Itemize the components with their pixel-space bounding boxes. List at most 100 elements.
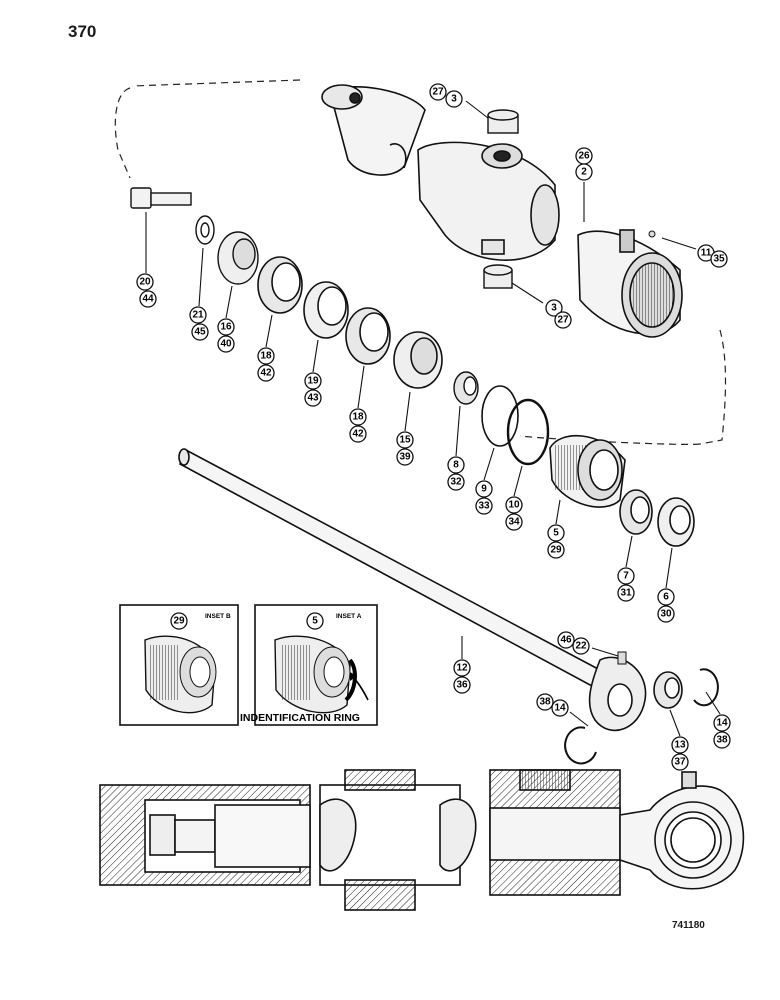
callout-number: 8 bbox=[453, 460, 459, 471]
callout-circle bbox=[447, 456, 465, 474]
grease-fitting-small bbox=[648, 230, 656, 238]
callout-leader-c38_14_left bbox=[569, 711, 589, 727]
callout-circle bbox=[575, 163, 593, 181]
callout-leader-c18_42_b bbox=[357, 365, 365, 409]
callout-circle bbox=[304, 372, 322, 390]
inset-a-callout: 5 bbox=[312, 616, 318, 627]
callout-number: 30 bbox=[660, 609, 672, 620]
callout-circle bbox=[475, 480, 493, 498]
callout-circle bbox=[545, 299, 563, 317]
callout-leader-c11_35 bbox=[661, 237, 697, 250]
pivot-bushing bbox=[653, 671, 683, 709]
callout-circle bbox=[551, 699, 569, 717]
callout-circle bbox=[505, 496, 523, 514]
callout-number: 33 bbox=[478, 501, 490, 512]
callout-number: 26 bbox=[578, 151, 590, 162]
piston-rod bbox=[178, 448, 647, 732]
callout-circle bbox=[475, 497, 493, 515]
callout-leader-c9_33 bbox=[483, 447, 495, 481]
cylinder-head-end bbox=[577, 229, 683, 338]
callout-circle bbox=[671, 736, 689, 754]
callout-circle bbox=[617, 567, 635, 585]
piston-bolt bbox=[130, 187, 192, 209]
callout-circle bbox=[617, 584, 635, 602]
inset-callout-circle bbox=[306, 612, 324, 630]
callout-circle bbox=[191, 323, 209, 341]
callout-circle bbox=[257, 347, 275, 365]
callout-leader-c16_40 bbox=[225, 285, 233, 319]
callout-circle bbox=[505, 513, 523, 531]
piston-seal-b bbox=[345, 307, 391, 365]
callout-number: 21 bbox=[192, 310, 204, 321]
callout-circle bbox=[657, 588, 675, 606]
callout-number: 34 bbox=[508, 517, 520, 528]
callout-number: 13 bbox=[674, 740, 686, 751]
rod-bushing bbox=[453, 371, 479, 405]
callout-number: 19 bbox=[307, 376, 319, 387]
callout-leader-c18_42_a bbox=[265, 314, 273, 348]
inset-a-title: INSET A bbox=[336, 613, 362, 620]
o-ring bbox=[481, 385, 519, 447]
backup-ring bbox=[506, 398, 550, 466]
callout-number: 38 bbox=[539, 697, 551, 708]
callout-leader-c8_32 bbox=[455, 405, 461, 457]
callout-circle bbox=[217, 335, 235, 353]
callout-leader-c46_22 bbox=[591, 647, 619, 657]
callout-circle bbox=[657, 605, 675, 623]
callout-number: 42 bbox=[352, 429, 364, 440]
callout-circle bbox=[349, 408, 367, 426]
callout-number: 27 bbox=[432, 87, 444, 98]
callout-leader-c3_27_low bbox=[511, 282, 544, 304]
page-number: 370 bbox=[68, 22, 97, 41]
callout-number: 12 bbox=[456, 663, 468, 674]
callout-number: 14 bbox=[554, 703, 566, 714]
snap-ring-left bbox=[564, 726, 597, 765]
rod-seal bbox=[619, 489, 653, 535]
callout-leader-c21_45 bbox=[198, 247, 204, 307]
callout-number: 29 bbox=[550, 545, 562, 556]
snap-ring-right bbox=[693, 668, 719, 707]
callout-circle bbox=[557, 631, 575, 649]
barrel-tube-upper bbox=[321, 84, 426, 176]
callout-number: 15 bbox=[399, 435, 411, 446]
callout-number: 20 bbox=[139, 277, 151, 288]
callout-number: 14 bbox=[716, 718, 728, 729]
callout-circle bbox=[396, 448, 414, 466]
callout-number: 40 bbox=[220, 339, 232, 350]
callout-number: 18 bbox=[260, 351, 272, 362]
callout-circle bbox=[572, 637, 590, 655]
callout-number: 39 bbox=[399, 452, 411, 463]
callout-leader-c27_3_top bbox=[465, 100, 489, 119]
callout-circle bbox=[554, 311, 572, 329]
callout-number: 43 bbox=[307, 393, 319, 404]
callout-circle bbox=[710, 250, 728, 268]
callout-number: 9 bbox=[481, 484, 487, 495]
callout-leader-c6_30 bbox=[665, 547, 673, 589]
bushing-top bbox=[487, 109, 519, 134]
callout-circle bbox=[189, 306, 207, 324]
callout-circle bbox=[453, 676, 471, 694]
washer bbox=[195, 215, 215, 245]
callout-circle bbox=[304, 389, 322, 407]
barrel-tube-middle bbox=[417, 141, 560, 261]
callout-number: 2 bbox=[581, 167, 587, 178]
callout-leader-c5_29 bbox=[555, 499, 561, 525]
callout-leader-c10_34 bbox=[513, 465, 523, 497]
callout-number: 10 bbox=[508, 500, 520, 511]
callout-circle bbox=[713, 731, 731, 749]
callout-circle bbox=[536, 693, 554, 711]
callout-number: 7 bbox=[623, 571, 629, 582]
callout-number: 38 bbox=[716, 735, 728, 746]
callout-leader-c13_37 bbox=[669, 709, 681, 737]
callout-circle bbox=[429, 83, 447, 101]
gland bbox=[549, 435, 626, 508]
callout-number: 5 bbox=[553, 528, 559, 539]
callout-circle bbox=[447, 473, 465, 491]
dashed-group-outline bbox=[114, 79, 727, 445]
callout-number: 35 bbox=[713, 254, 725, 265]
callout-leader-c7_31 bbox=[625, 535, 633, 568]
piston bbox=[393, 331, 443, 389]
inset-b-box bbox=[119, 604, 239, 726]
cylinder-cross-section bbox=[99, 769, 745, 911]
